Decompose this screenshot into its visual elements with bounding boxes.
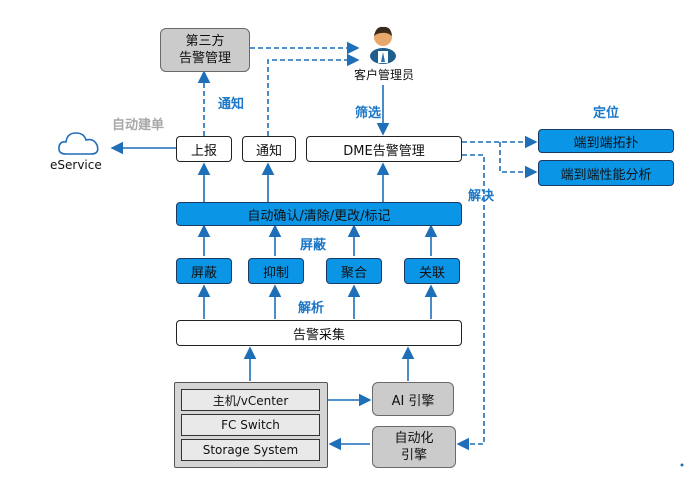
automation-engine-box: 自动化 引擎 [372,426,456,468]
label-locate: 定位 [593,106,620,121]
auto-actions-box: 自动确认/清除/更改/标记 [176,202,462,226]
customer-admin-label: 客户管理员 [353,68,414,82]
eservice-label: eService [50,158,102,172]
report-box: 上报 [176,136,232,162]
label-shield: 屏蔽 [300,238,327,253]
third-party-alarm-box: 第三方 告警管理 [160,28,250,72]
label-parse: 解析 [298,301,325,316]
dme-to-auto-engine [456,154,485,451]
dme-alarm-box: DME告警管理 [306,136,462,162]
module-correlate: 关联 [404,258,460,284]
e2e-topology-box: 端到端拓扑 [538,129,674,153]
label-resolve: 解决 [468,189,495,204]
notice-box: 通知 [242,136,296,162]
label-filter: 筛选 [355,106,382,121]
device-fc-switch: FC Switch [181,414,320,436]
person-icon [368,24,398,64]
device-storage-system: Storage System [181,439,320,461]
alarm-collect-box: 告警采集 [176,320,462,346]
label-notify: 通知 [218,97,245,112]
module-suppress: 抑制 [248,258,304,284]
dme-to-perf [499,142,538,179]
e2e-perf-box: 端到端性能分析 [538,160,674,186]
corner-dot [680,463,684,467]
ai-engine-box: AI 引擎 [372,382,454,416]
module-aggregate: 聚合 [326,258,382,284]
dashed-notice-to-admin [267,53,360,136]
label-auto-ticket: 自动建单 [112,118,165,133]
module-shield: 屏蔽 [176,258,232,284]
cloud-icon [56,128,102,158]
device-host-vcenter: 主机/vCenter [181,389,320,411]
